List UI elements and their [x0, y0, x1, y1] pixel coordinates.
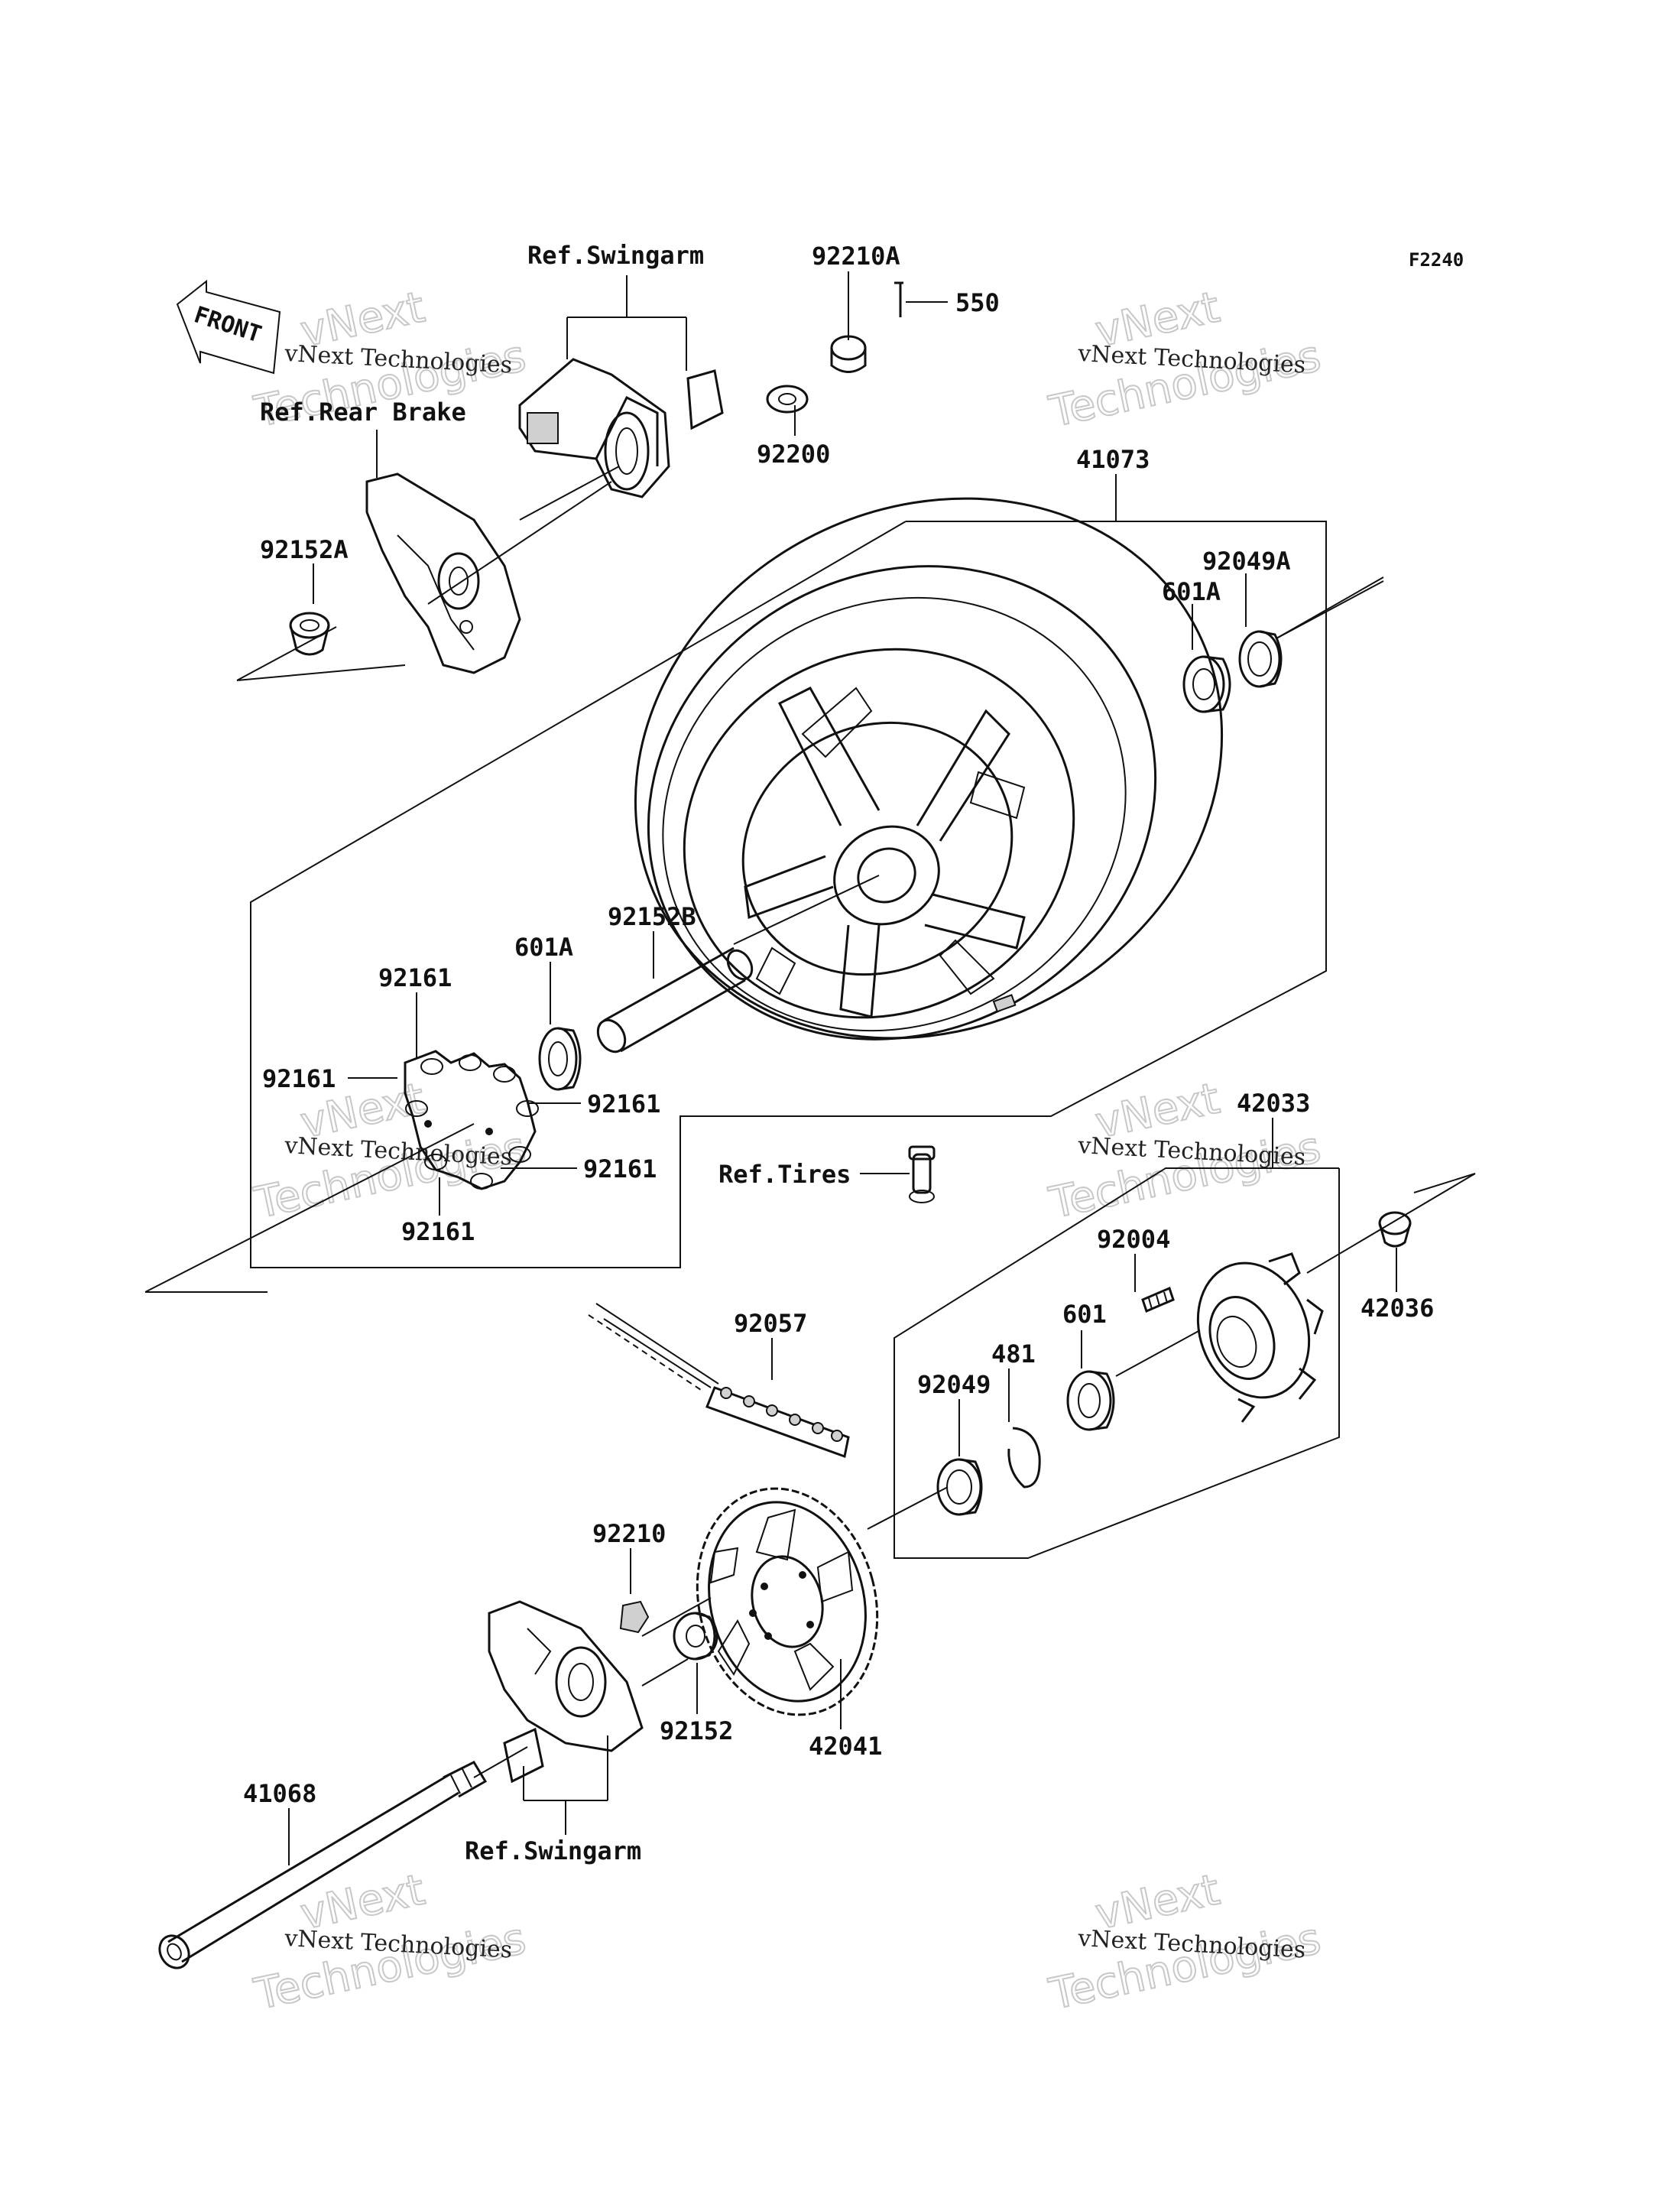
label-42033: 42033	[1237, 1089, 1310, 1118]
label-42036: 42036	[1361, 1294, 1434, 1323]
damper-rubbers-92161	[404, 1050, 539, 1190]
label-42041: 42041	[809, 1732, 882, 1761]
figure-code: F2240	[1409, 249, 1464, 271]
stud-92004	[1141, 1286, 1175, 1313]
front-label: FRONT	[191, 301, 265, 348]
sprocket-42041	[696, 1487, 879, 1716]
seal-92049	[936, 1458, 983, 1516]
rear-wheel-41073	[634, 497, 1224, 1041]
label-92161-c: 92161	[587, 1089, 660, 1118]
collar-92152	[673, 1612, 718, 1661]
label-92161-d: 92161	[583, 1154, 657, 1183]
label-601A-top: 601A	[1162, 577, 1221, 606]
label-92161-b: 92161	[262, 1064, 336, 1093]
label-92152B: 92152B	[608, 902, 696, 931]
front-arrow-icon: FRONT	[176, 279, 281, 375]
hub-group-frame	[894, 1167, 1340, 1559]
cotter-pin-550	[894, 281, 948, 317]
chain-92057	[588, 1303, 850, 1459]
collar-42036	[1378, 1211, 1412, 1248]
bearing-601A-mid	[538, 1027, 582, 1091]
axle-41068	[158, 1761, 488, 1969]
label-92161-e: 92161	[401, 1217, 475, 1246]
bearing-601	[1066, 1370, 1115, 1431]
label-92057: 92057	[734, 1309, 807, 1338]
ref-tires: Ref.Tires	[718, 1160, 851, 1189]
seal-92049A	[1238, 630, 1283, 688]
washer-92200	[766, 385, 809, 414]
label-92161-a: 92161	[378, 963, 452, 992]
label-92049A: 92049A	[1202, 547, 1291, 576]
label-92152A: 92152A	[260, 535, 349, 564]
label-92210A: 92210A	[812, 242, 900, 271]
label-550: 550	[955, 288, 1000, 317]
tire-valve	[908, 1145, 936, 1203]
nut-92210A	[830, 335, 867, 373]
label-92004: 92004	[1097, 1225, 1170, 1254]
label-92210: 92210	[592, 1519, 666, 1548]
chain-adjuster-bottom	[488, 1600, 644, 1784]
label-92152: 92152	[660, 1716, 733, 1745]
nut-92210	[619, 1600, 650, 1634]
bearing-601A-top	[1182, 655, 1231, 713]
label-41068: 41068	[243, 1779, 316, 1808]
collar-92152B	[596, 946, 754, 1054]
leader-lines	[144, 271, 1476, 1865]
ref-swingarm-top: Ref.Swingarm	[527, 241, 704, 270]
chain-adjuster-top	[518, 358, 724, 521]
collar-92152A	[289, 612, 330, 656]
ref-rear-brake: Ref.Rear Brake	[260, 398, 466, 427]
label-41073: 41073	[1076, 445, 1150, 474]
label-92049: 92049	[917, 1370, 991, 1399]
sprocket-hub-42033	[1196, 1252, 1324, 1423]
brake-bracket	[365, 472, 521, 674]
label-92200: 92200	[757, 440, 830, 469]
circlip-481	[1007, 1427, 1041, 1489]
wheel-group-frame	[250, 521, 1327, 1268]
label-601: 601	[1062, 1300, 1107, 1329]
ref-swingarm-bottom: Ref.Swingarm	[465, 1836, 641, 1865]
label-481: 481	[991, 1339, 1036, 1368]
label-601A-mid: 601A	[514, 933, 573, 962]
